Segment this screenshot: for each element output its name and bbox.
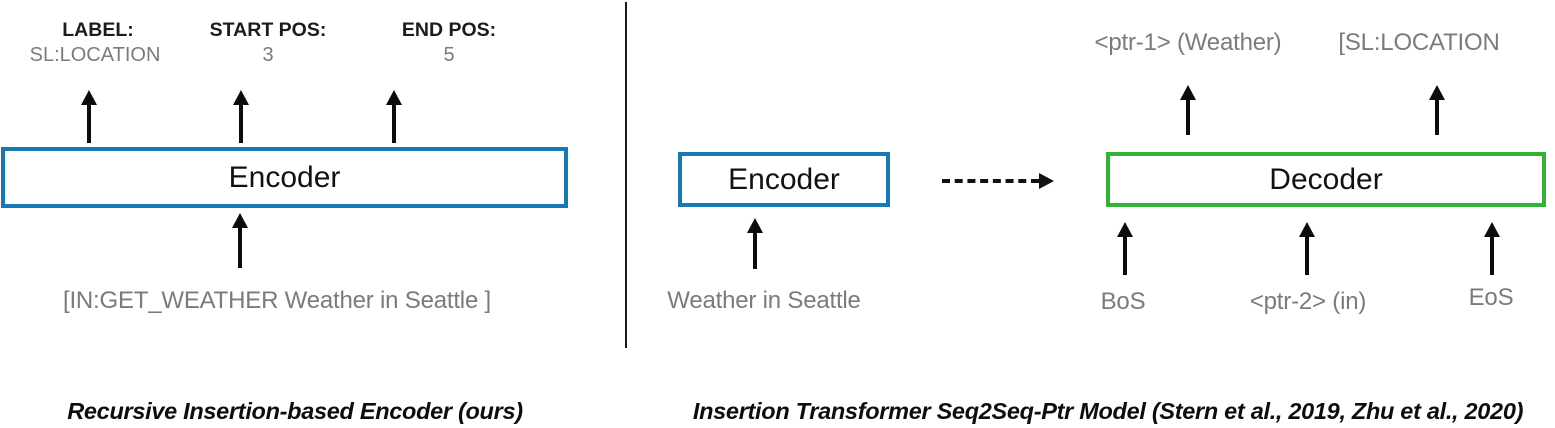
arrow-head <box>1039 173 1054 189</box>
right-encoder-box: Encoder <box>678 152 890 207</box>
left-caption: Recursive Insertion-based Encoder (ours) <box>67 398 523 424</box>
arrow-up-icon <box>239 104 243 143</box>
decoder-input-ptr2: <ptr-2> (in) <box>1249 288 1367 315</box>
arrow-up-icon <box>87 104 91 143</box>
arrow-up-icon <box>1123 236 1127 275</box>
output-value-label: SL:LOCATION <box>29 44 161 66</box>
right-encoder-input: Weather in Seattle <box>667 287 861 314</box>
arrow-up-icon <box>1435 99 1439 135</box>
arrow-up-icon <box>1490 236 1494 275</box>
output-label-start-pos: START POS: <box>209 19 327 41</box>
output-label-end-pos: END POS: <box>401 19 497 41</box>
left-encoder-box: Encoder <box>1 147 568 208</box>
arrow-up-icon <box>392 104 396 143</box>
decoder-box: Decoder <box>1106 152 1546 207</box>
right-encoder-label: Encoder <box>728 162 840 196</box>
output-label-label: LABEL: <box>62 19 134 41</box>
decoder-input-bos: BoS <box>1100 288 1146 315</box>
decoder-output-ptr1: <ptr-1> (Weather) <box>1094 29 1282 56</box>
decoder-output-sllocation: [SL:LOCATION <box>1338 29 1500 56</box>
arrow-up-icon <box>238 227 242 268</box>
right-caption: Insertion Transformer Seq2Seq-Ptr Model … <box>692 398 1524 424</box>
left-encoder-label: Encoder <box>228 160 341 194</box>
left-input-text: [IN:GET_WEATHER Weather in Seattle ] <box>62 287 492 314</box>
arrow-up-icon <box>753 232 757 269</box>
decoder-label: Decoder <box>1269 162 1383 196</box>
output-value-start-pos: 3 <box>262 44 274 66</box>
encoder-to-decoder-arrow-icon <box>942 173 1054 189</box>
decoder-input-eos: EoS <box>1468 284 1514 311</box>
output-value-end-pos: 5 <box>443 44 455 66</box>
arrow-up-icon <box>1305 236 1309 275</box>
arrow-up-icon <box>1186 99 1190 135</box>
panel-divider <box>625 2 627 348</box>
dashed-line <box>942 179 1039 183</box>
